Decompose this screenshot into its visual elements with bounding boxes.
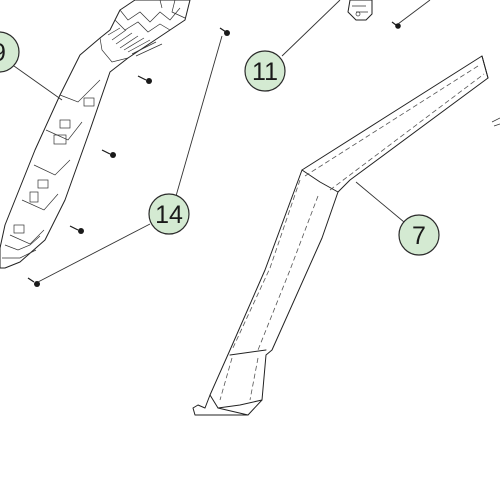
screw <box>69 225 84 234</box>
screw <box>101 149 116 158</box>
screw <box>219 27 230 36</box>
bracket-ribbed-section <box>107 7 181 57</box>
leader-lines <box>13 0 431 283</box>
callout-7: 7 <box>398 214 440 256</box>
callout-11: 11 <box>244 50 286 92</box>
callout-circle <box>148 193 190 235</box>
callout-circle <box>244 50 286 92</box>
screw <box>391 21 401 29</box>
leader-line-7 <box>355 181 405 223</box>
callout-circle <box>398 214 440 256</box>
callout-label: 11 <box>252 58 278 86</box>
screw <box>137 75 152 84</box>
pillar-bracket-part <box>0 0 191 269</box>
screw <box>27 277 40 287</box>
leader-line-11b <box>397 0 431 25</box>
pillar-cover-part <box>192 55 489 416</box>
callout-14: 14 <box>148 193 190 235</box>
callout-9: 9 <box>0 31 20 73</box>
edge-fragment <box>491 117 500 127</box>
mount-bracket-part <box>347 0 373 21</box>
leader-line-9 <box>13 65 63 101</box>
callout-label: 7 <box>412 222 426 250</box>
leader-line-11 <box>281 0 341 57</box>
leader-line-14-upper <box>175 35 223 197</box>
leader-line-14-lower <box>37 223 151 283</box>
callout-label: 9 <box>0 39 6 67</box>
callout-circle <box>0 31 20 73</box>
callout-label: 14 <box>155 201 183 229</box>
